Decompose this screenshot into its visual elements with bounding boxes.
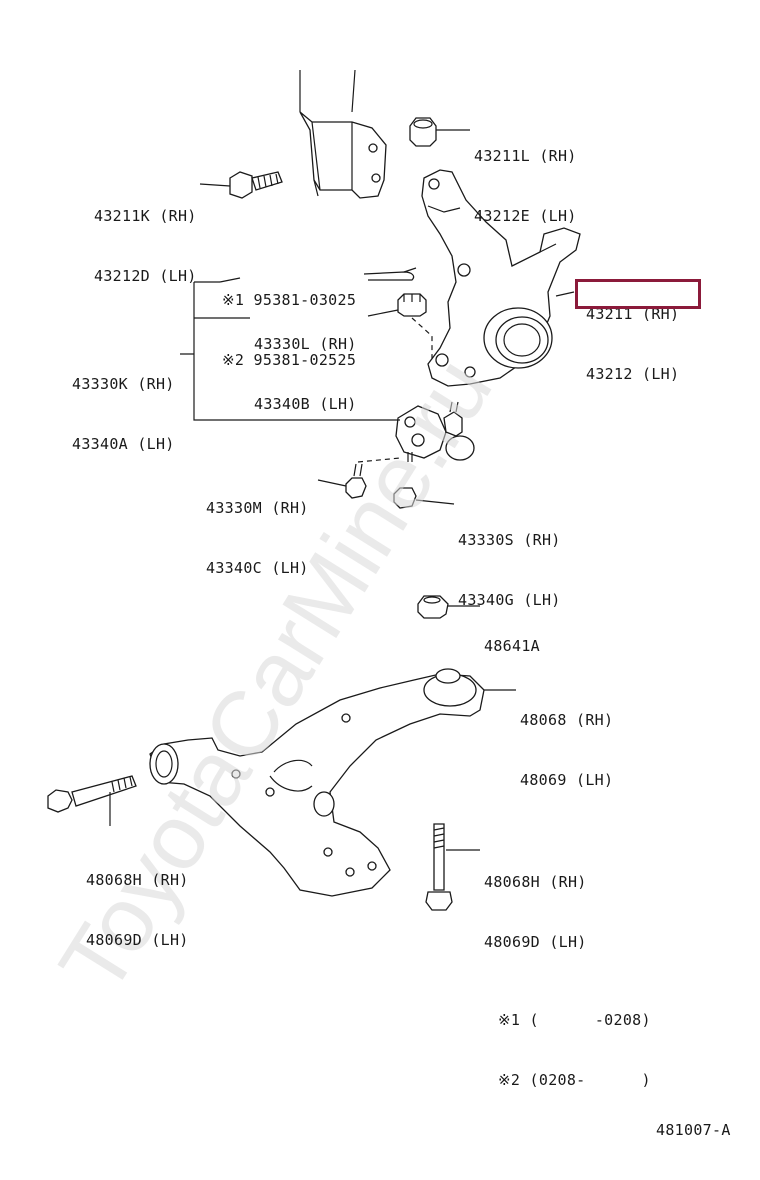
part-number-variant-2: ※2 95381-02525 [222,351,357,369]
footnotes: ※1 ( -0208) ※2 (0208- ) [498,970,651,1130]
label-43211k: 43211K (RH) 43212D (LH) [94,166,197,326]
label-48068h-left: 48068H (RH) 48069D (LH) [86,830,189,990]
label-95381: ※1 95381-03025 ※2 95381-02525 [222,250,356,410]
part-number-rh: 48068H (RH) [86,871,189,889]
footnote-1: ※1 ( -0208) [498,1011,651,1029]
part-number-rh: 43211 (RH) [586,305,680,323]
label-48068: 48068 (RH) 48069 (LH) [520,670,613,830]
flange-nut-icon [409,117,470,147]
part-number-rh: 43330M (RH) [206,499,309,517]
label-48068h-right: 48068H (RH) 48069D (LH) [484,832,587,992]
part-number-lh: 43340G (LH) [458,591,561,609]
part-number-rh: 48068 (RH) [520,711,614,729]
part-number-rh: 43211L (RH) [474,147,577,165]
part-number-lh: 43340A (LH) [72,435,175,453]
part-number-lh: 48069D (LH) [86,931,189,949]
part-number-lh: 48069D (LH) [484,933,587,951]
part-number-lh: 43340B (LH) [254,395,357,413]
strut-assembly-icon [299,69,387,199]
part-number-rh: 43330S (RH) [458,531,561,549]
label-48641a: 48641A [484,596,540,696]
diagram-drawing [47,69,581,911]
label-43330k: 43330K (RH) 43340A (LH) [72,334,175,494]
part-number: 48641A [484,637,540,655]
part-number-rh: 48068H (RH) [484,873,587,891]
label-43211[interactable]: 43211 (RH) 43212 (LH) [586,264,679,424]
cotter-pin-icon [363,267,417,281]
part-number-rh: 43330K (RH) [72,375,175,393]
highlight-box [575,279,701,309]
hex-bolt-icon [199,171,283,199]
callout-bracket [180,281,400,421]
vertical-bolt-icon [425,823,480,911]
label-43330m: 43330M (RH) 43340C (LH) [206,458,309,618]
diagram-code: 481007-A [656,1121,731,1139]
part-number-rh: 43330L (RH) [254,335,357,353]
label-43330s: 43330S (RH) 43340G (LH) [458,490,561,650]
part-number-lh: 43212D (LH) [94,267,197,285]
lower-control-arm-icon [149,668,516,897]
footnote-2: ※2 (0208- ) [498,1071,651,1089]
long-bolt-icon [47,775,137,826]
part-number-lh: 43212E (LH) [474,207,577,225]
castle-nut-icon [367,293,433,360]
part-number-rh: 43211K (RH) [94,207,197,225]
part-number-lh: 48069 (LH) [520,771,614,789]
small-bolt-icon [317,457,401,499]
part-number-variant-1: ※1 95381-03025 [222,291,357,309]
part-number-lh: 43212 (LH) [586,365,680,383]
label-43211l: 43211L (RH) 43212E (LH) [474,106,577,266]
parts-diagram: ToyotaCarMine.ru 43211L (RH) 43212E (LH)… [40,69,730,1139]
part-number-lh: 43340C (LH) [206,559,309,577]
hex-nut-icon [393,487,455,509]
steering-knuckle-icon [421,169,581,387]
nut-48641a-icon [417,595,480,619]
label-43330l: 43330L (RH) 43340B (LH) [254,294,357,454]
ball-joint-icon [395,401,475,462]
